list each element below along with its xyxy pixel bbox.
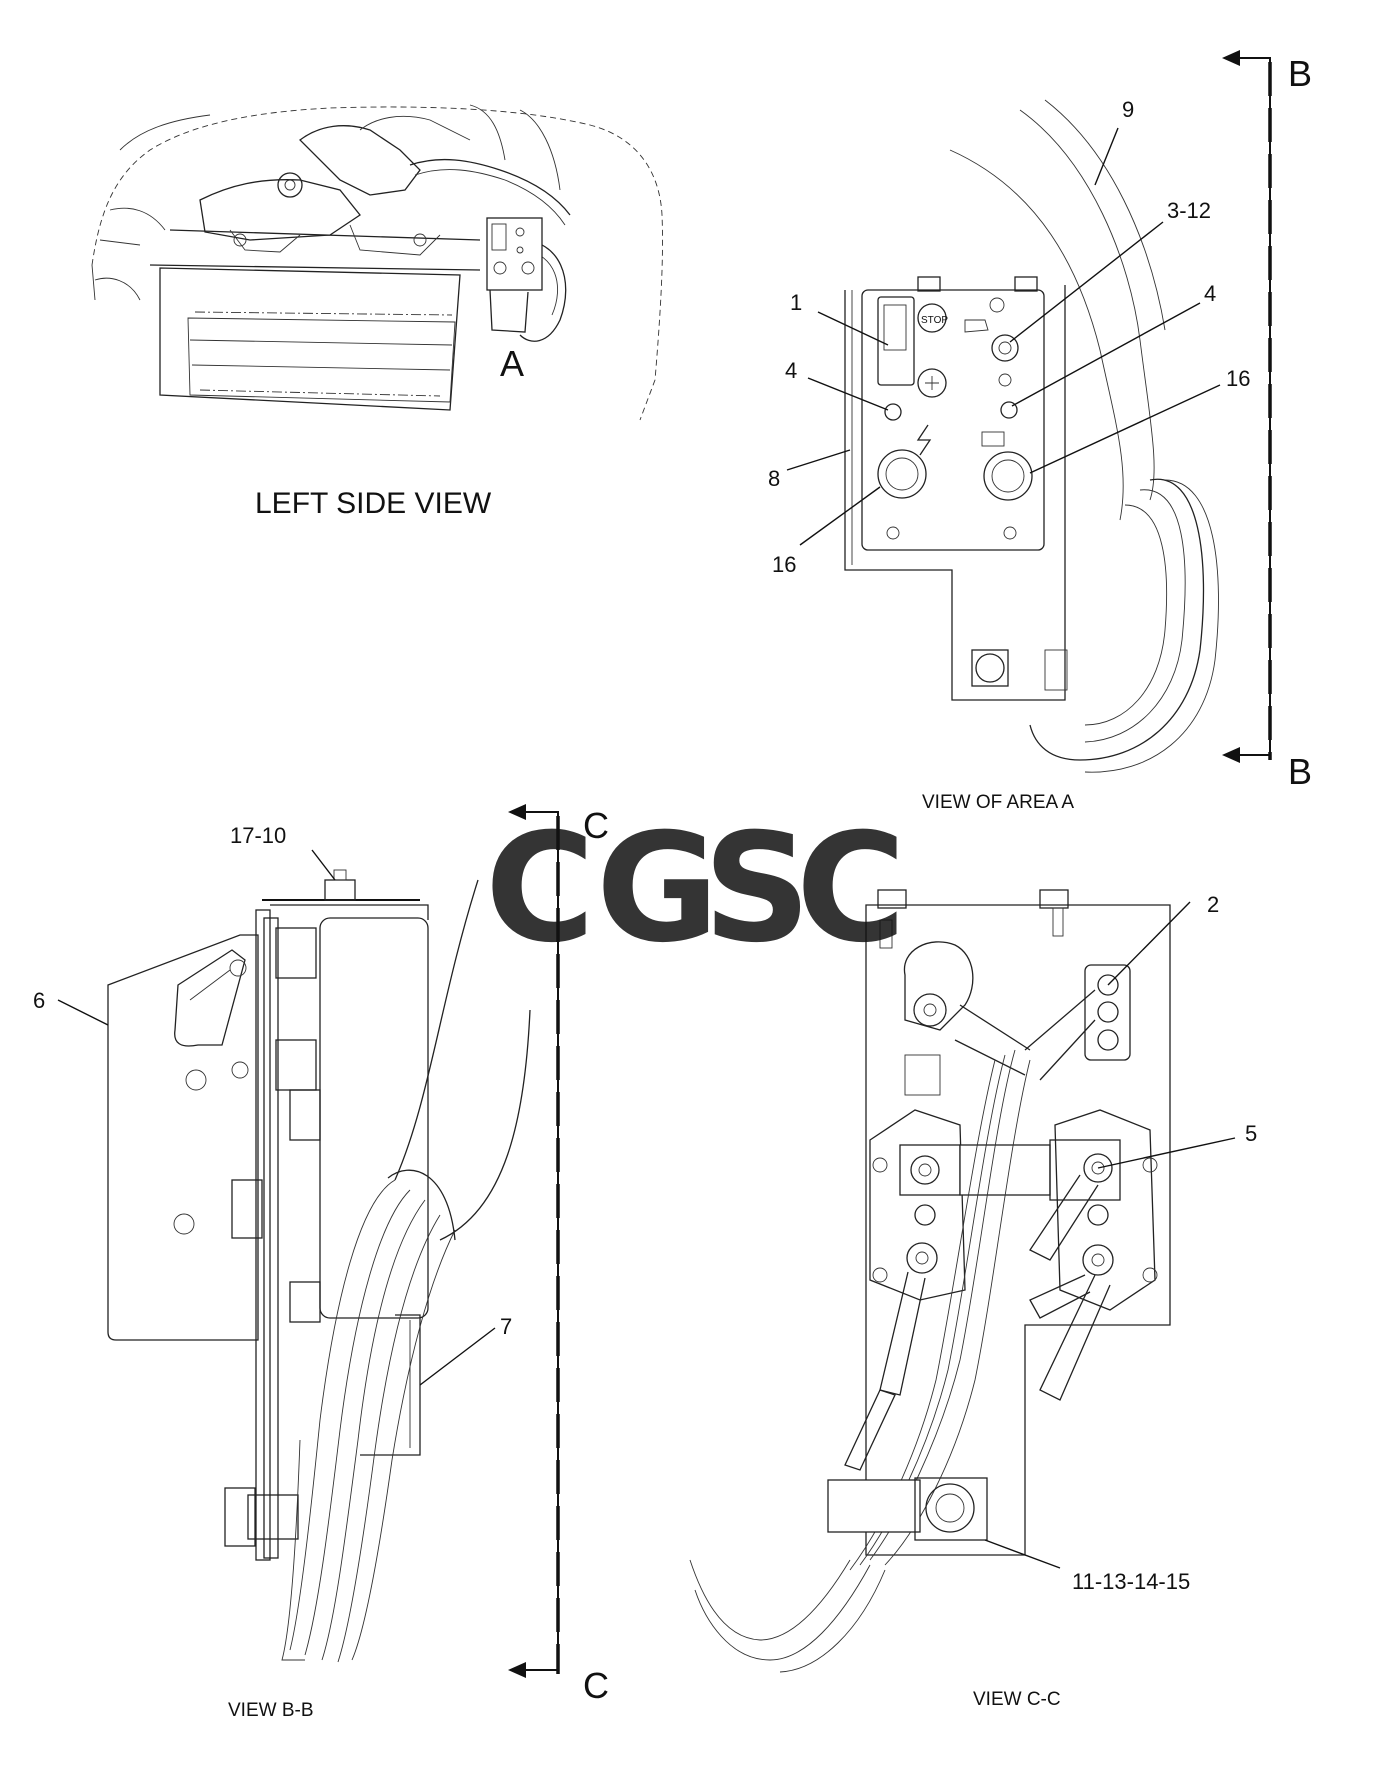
callout-6: 6: [33, 988, 45, 1013]
view-of-area-a: STOP: [844, 99, 1219, 773]
section-line-c: C C: [508, 804, 609, 1706]
view-b-b: [107, 869, 531, 1663]
watermark: C G S C: [485, 802, 906, 976]
left-side-view-title: LEFT SIDE VIEW: [255, 487, 492, 520]
callout-8: 8: [768, 466, 780, 491]
callout-1: 1: [790, 290, 802, 315]
watermark-letter-1: C: [485, 802, 595, 976]
watermark-letter-2: G: [596, 802, 719, 976]
callout-4-right: 4: [1204, 281, 1216, 306]
section-b-bottom-label: B: [1288, 751, 1312, 792]
watermark-letter-4: C: [796, 802, 906, 976]
section-c-bottom-label: C: [583, 1665, 609, 1706]
caption-view-c-c: VIEW C-C: [973, 1689, 1061, 1710]
view-c-c: [689, 889, 1171, 1673]
section-line-b: B B: [1222, 50, 1312, 792]
callout-16-left: 16: [772, 552, 796, 577]
callout-11-13-14-15: 11-13-14-15: [1072, 1569, 1190, 1594]
callout-5: 5: [1245, 1121, 1257, 1146]
area-a-marker: A: [500, 343, 524, 384]
leader-lines: [57, 127, 1236, 1569]
callout-9: 9: [1122, 97, 1134, 122]
callout-16-right: 16: [1226, 366, 1250, 391]
callout-17-10: 17-10: [230, 823, 286, 848]
section-b-top-label: B: [1288, 53, 1312, 94]
disconnect-panel-small: [486, 217, 543, 333]
callout-4-left: 4: [785, 358, 797, 383]
callout-3-12: 3-12: [1167, 198, 1211, 223]
caption-view-of-area-a: VIEW OF AREA A: [922, 792, 1074, 813]
watermark-letter-3: S: [703, 802, 811, 976]
section-c-top-label: C: [583, 805, 609, 846]
stop-label: STOP: [921, 315, 948, 326]
callout-7: 7: [500, 1314, 512, 1339]
callouts: 9 3-12 4 1 4 16 8 16 17-10 6 7 2 5 11-13…: [33, 97, 1257, 1594]
callout-2: 2: [1207, 892, 1219, 917]
left-side-view: A LEFT SIDE VIEW: [91, 104, 663, 520]
caption-view-b-b: VIEW B-B: [228, 1700, 314, 1721]
